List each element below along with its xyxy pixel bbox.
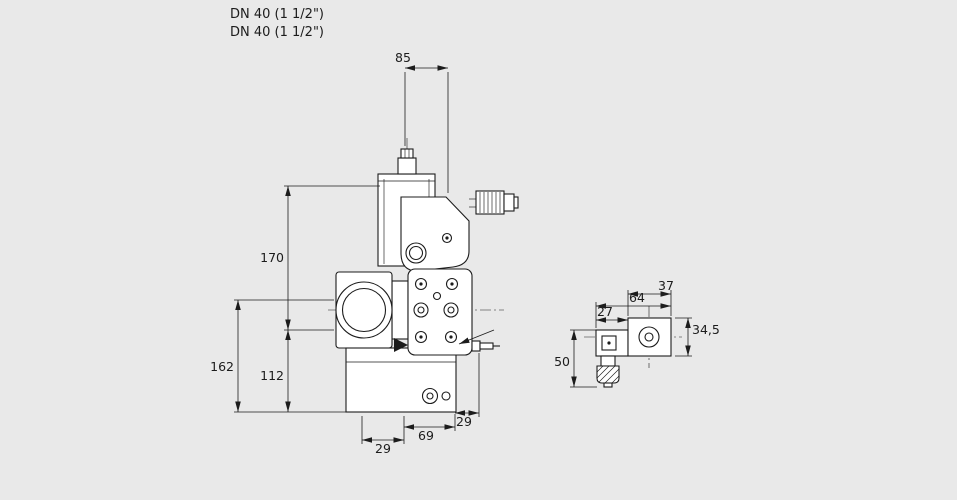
front-view-dimensions: 85 170 112 162 29 69 — [210, 50, 480, 456]
dim-label-50: 50 — [554, 354, 570, 369]
cable-connector — [596, 355, 620, 388]
lower-block — [345, 347, 457, 413]
inlet-flange — [335, 271, 393, 349]
title-line-2: DN 40 (1 1/2") — [230, 24, 324, 40]
dim-label-29-right: 29 — [456, 414, 472, 429]
pointer-arrow — [458, 329, 495, 345]
valve-body — [394, 268, 473, 356]
test-nipple — [471, 340, 500, 352]
valve-front-view — [328, 138, 519, 413]
solenoid-coil — [595, 329, 629, 357]
title-line-1: DN 40 (1 1/2") — [230, 7, 324, 22]
dim-label-29-left: 29 — [375, 441, 391, 456]
plate-port — [405, 242, 427, 264]
drawing-title: DN 40 (1 1/2") DN 40 (1 1/2") — [230, 6, 324, 41]
cover-plate — [400, 196, 470, 272]
seat-marker — [394, 338, 408, 352]
valve-neck — [391, 280, 409, 340]
pressure-switch-side-view — [584, 306, 682, 388]
actuator-stem — [397, 157, 417, 175]
threaded-port-inner — [341, 287, 387, 333]
dim-label-112: 112 — [260, 368, 284, 383]
switch-body — [627, 317, 672, 357]
actuator-cap-nut — [400, 148, 414, 159]
dim-label-69: 69 — [418, 428, 434, 443]
dim-label-64: 64 — [629, 290, 645, 305]
dim-label-85: 85 — [395, 50, 411, 65]
dim-label-170: 170 — [260, 250, 284, 265]
dim-label-27: 27 — [597, 304, 613, 319]
knurled-adjuster — [469, 190, 519, 215]
dim-label-34-5: 34,5 — [692, 322, 720, 337]
dim-label-37: 37 — [658, 278, 674, 293]
threaded-port-outer — [335, 281, 393, 339]
side-view-dimensions: 37 64 27 34,5 50 — [554, 278, 720, 388]
dim-label-162: 162 — [210, 359, 234, 374]
